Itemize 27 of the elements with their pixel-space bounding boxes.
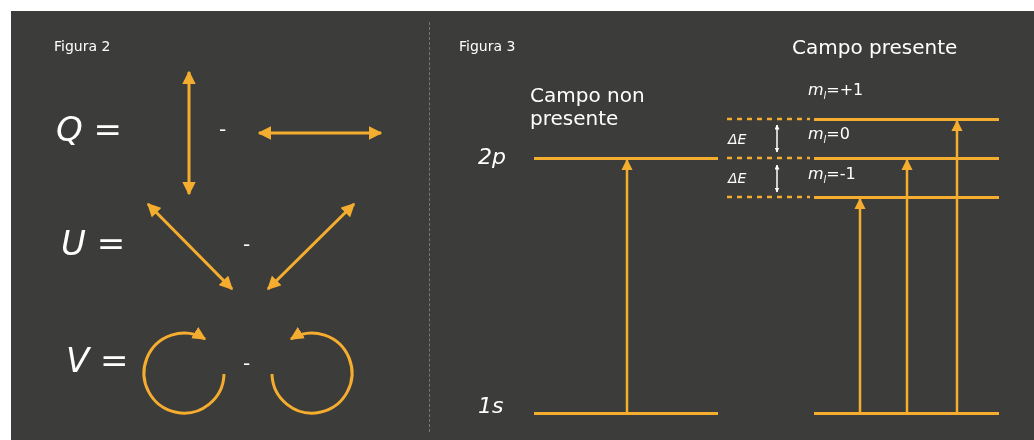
energy-level-line	[814, 196, 999, 199]
transition-arrow	[854, 197, 866, 412]
label-text: U =	[61, 224, 126, 264]
level-label: m$_{l}$=0	[808, 125, 850, 146]
label-text: ΔE	[728, 170, 747, 187]
label-text: -	[243, 352, 251, 375]
label-text: Campo non presente	[530, 84, 646, 130]
level-label: m$_{l}$=+1	[808, 81, 864, 102]
label-text: Figura 3	[459, 38, 516, 55]
transition-arrow	[951, 119, 963, 412]
label-text: Figura 2	[54, 38, 111, 55]
energy-level-line	[534, 157, 718, 160]
level-label: m$_{l}$=-1	[808, 165, 856, 186]
transition-arrow	[901, 158, 913, 412]
energy-level-line	[814, 157, 999, 160]
label-text: V =	[66, 341, 129, 381]
level-label: 2p	[478, 144, 506, 170]
label-text: -	[219, 118, 227, 141]
label-text: -	[243, 233, 251, 256]
label-text: Q =	[56, 110, 123, 150]
level-label: 1s	[478, 393, 504, 419]
energy-level-line	[814, 412, 999, 415]
label-text: ΔE	[728, 131, 747, 148]
label-text: Campo presente	[792, 36, 958, 59]
energy-level-line	[534, 412, 718, 415]
transition-arrow	[621, 158, 633, 412]
energy-level-line	[814, 118, 999, 121]
